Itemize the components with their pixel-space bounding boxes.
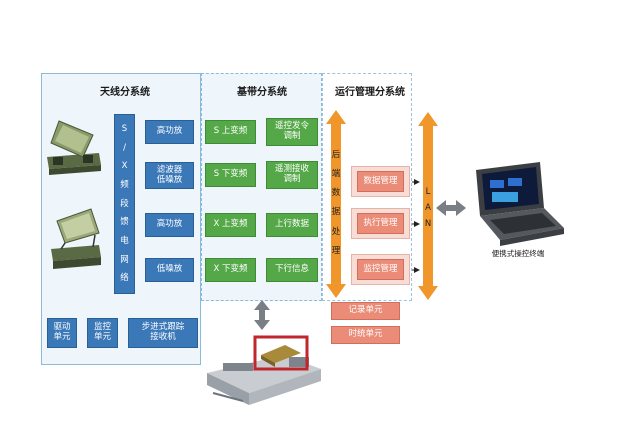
lna-x: 低噪放 xyxy=(145,258,194,282)
s-upconverter: S 上变频 xyxy=(205,120,256,144)
s-downconverter: S 下变频 xyxy=(205,163,256,187)
portable-terminal-label: 便携式操控终端 xyxy=(491,249,545,258)
monitor-unit: 监控 单元 xyxy=(87,318,118,348)
lan-bus-label: L A N xyxy=(418,180,438,236)
bus-char: 数 xyxy=(331,188,341,199)
lan-char: N xyxy=(424,218,432,229)
bus-char: 后 xyxy=(331,149,341,160)
timing-unit: 时统单元 xyxy=(331,326,400,344)
drive-unit: 驱动 单元 xyxy=(47,318,77,348)
execution-management: 执行管理 xyxy=(357,213,404,234)
ops-subsystem-title: 运行管理分系统 xyxy=(335,87,405,98)
antenna-subsystem-title: 天线分系统 xyxy=(100,87,150,98)
telecommand-modulation: 遥控发令 调制 xyxy=(266,118,318,146)
sx-feed-char: 络 xyxy=(120,273,129,284)
antenna-deployed-image xyxy=(51,208,101,269)
x-upconverter: X 上变频 xyxy=(205,213,256,237)
lan-char: L xyxy=(425,186,431,197)
telemetry-receive-modulation: 遥测接收 调制 xyxy=(266,161,318,189)
sx-feed-char: 段 xyxy=(120,198,129,209)
sx-feed-char: 网 xyxy=(120,254,129,265)
uplink-data: 上行数据 xyxy=(266,213,318,237)
lan-char: A xyxy=(425,202,431,213)
sx-feed-network: S / X 频 段 馈 电 网 络 xyxy=(114,114,135,294)
lan-terminal-arrow xyxy=(436,200,466,216)
high-power-amp-x: 高功放 xyxy=(145,213,194,237)
sx-feed-char: S xyxy=(121,124,128,135)
x-downconverter: X 下变频 xyxy=(205,258,256,282)
sx-feed-char: 电 xyxy=(120,235,129,246)
step-tracking-receiver: 步进式跟踪 接收机 xyxy=(128,318,198,348)
high-power-amp-s: 高功放 xyxy=(145,120,194,144)
bus-char: 端 xyxy=(331,168,341,179)
baseband-subsystem-title: 基带分系统 xyxy=(237,87,287,98)
bus-char: 理 xyxy=(331,245,341,256)
portable-terminal-image xyxy=(476,162,564,246)
bus-char: 处 xyxy=(331,226,341,237)
sx-feed-char: / xyxy=(123,142,126,153)
filter-lna-s: 滤波器 低噪放 xyxy=(145,162,194,189)
lan-bus-arrow xyxy=(418,112,438,300)
backend-bus-label: 后 端 数 据 处 理 xyxy=(326,140,346,266)
bus-char: 据 xyxy=(331,207,341,218)
backend-bus-arrow xyxy=(326,110,346,298)
sx-feed-char: X xyxy=(121,161,128,172)
sx-feed-char: 频 xyxy=(120,180,129,191)
tracker-link-arrow xyxy=(254,300,270,330)
tracker-hardware-image xyxy=(207,335,321,405)
sx-feed-char: 馈 xyxy=(120,217,129,228)
data-management: 数据管理 xyxy=(357,171,404,192)
monitor-management: 监控管理 xyxy=(357,259,404,280)
antenna-stowed-image xyxy=(47,120,101,175)
downlink-info: 下行信息 xyxy=(266,258,318,282)
record-unit: 记录单元 xyxy=(331,302,400,320)
